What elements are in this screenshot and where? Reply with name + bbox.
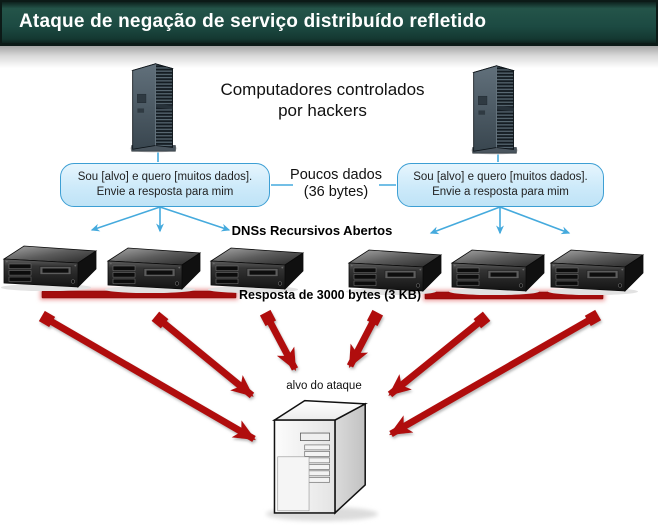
blue-arrow-icon [429, 206, 501, 235]
blue-arrow-icon [90, 206, 161, 232]
page-title: Ataque de negação de serviço distribuído… [19, 11, 487, 32]
dns-servers-label: DNSs Recursivos Abertos [231, 223, 393, 238]
rack-server-icon-2 [104, 247, 201, 293]
rack-server-icon-6 [547, 249, 644, 295]
hackers-label: Computadores controlados por hackers [220, 79, 425, 121]
red-arrow-icon [259, 309, 299, 371]
small-data-label: Poucos dados (36 bytes) [276, 167, 396, 200]
attack-arrows [38, 309, 602, 443]
query-connector-lines [90, 142, 571, 235]
red-arrow-icon [38, 310, 256, 443]
small-data-line2: (36 bytes) [303, 183, 369, 200]
hackers-label-line2: por hackers [278, 101, 367, 120]
request-bubble-left: Sou [alvo] e quero [muitos dados]. Envie… [60, 163, 270, 207]
small-data-line1: Poucos dados [290, 167, 382, 183]
red-arrow-icon [387, 311, 491, 398]
red-arrow-icon [346, 309, 384, 368]
tower-server-icon-right [470, 65, 519, 156]
rack-server-icon-1 [0, 245, 97, 291]
blue-arrow-icon [159, 206, 231, 232]
request-bubble-line1: Sou [alvo] e quero [muitos dados]. [413, 171, 588, 183]
request-bubble-line2: Envie a resposta para mim [96, 185, 234, 198]
red-arrow-icon [389, 309, 602, 438]
title-bar-shadow [0, 46, 658, 68]
tower-pc-icon [273, 399, 366, 514]
attack-target-label: alvo do ataque [286, 380, 362, 392]
rack-server-icon-3 [207, 247, 304, 293]
red-arrow-icon [151, 311, 255, 399]
blue-arrow-icon [499, 206, 571, 235]
request-bubble-line1: Sou [alvo] e quero [muitos dados]. [77, 171, 253, 183]
title-bar: Ataque de negação de serviço distribuído… [0, 0, 658, 46]
response-size-label: Resposta de 3000 bytes (3 KB) [238, 288, 421, 302]
hackers-label-line1: Computadores controlados [220, 80, 425, 99]
request-bubble-right: Sou [alvo] e quero [muitos dados]. Envie… [397, 163, 604, 207]
request-bubble-line2: Envie a resposta para mim [432, 185, 569, 198]
rack-server-icon-5 [448, 249, 545, 295]
tower-server-icon-left [129, 63, 178, 154]
